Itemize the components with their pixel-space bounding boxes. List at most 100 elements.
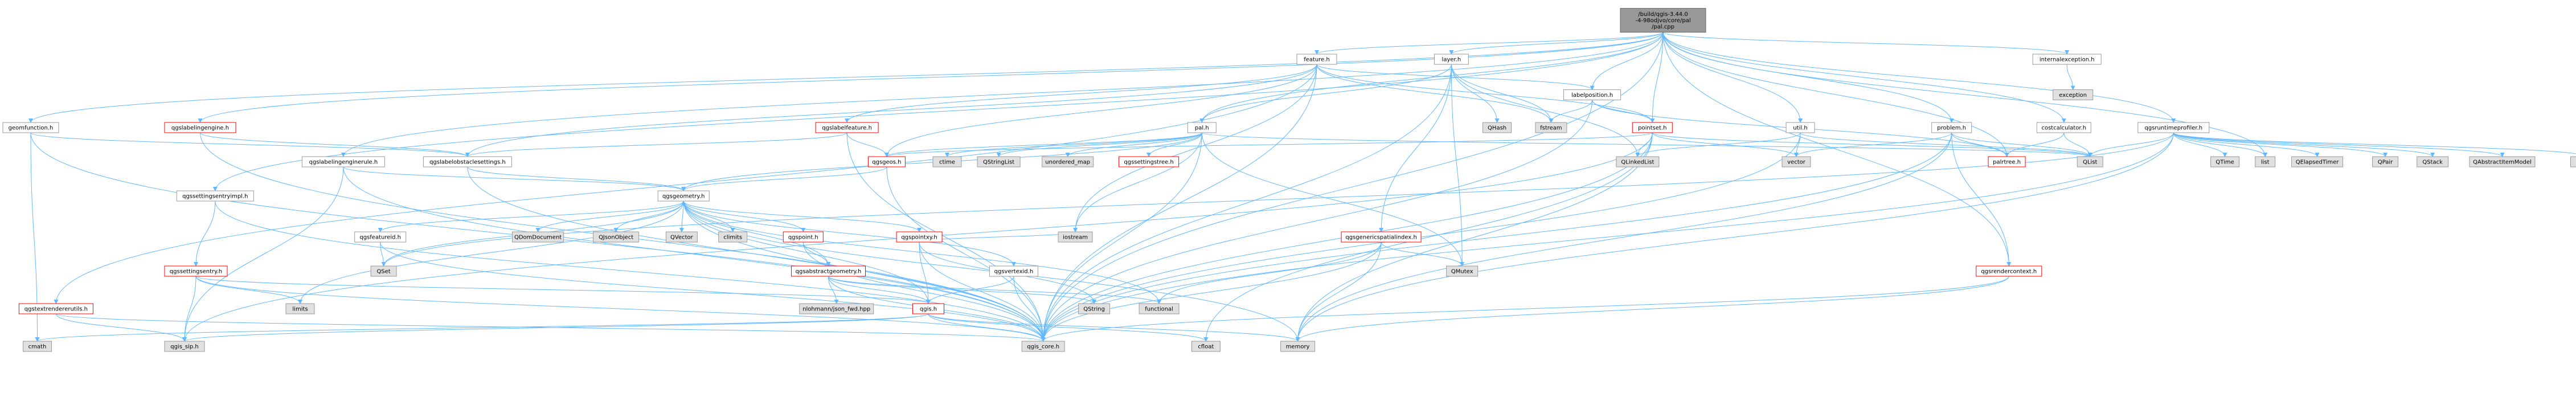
edge-qgsruntimeprofiler_h-to-qgis_core_h bbox=[1041, 132, 2174, 342]
edge-qgsgeometry_h-to-qvector bbox=[679, 201, 684, 232]
node-qstringlist: QStringList bbox=[977, 156, 1021, 167]
edge-root-to-internalexception_h bbox=[1662, 32, 2069, 55]
node-label: qgsrendercontext.h bbox=[1981, 269, 2037, 275]
node-qgspoint-h[interactable]: qgspoint.h bbox=[783, 231, 824, 243]
node-qgssettingsentryimpl-h[interactable]: qgssettingsentryimpl.h bbox=[176, 190, 254, 202]
node-palrtree-h[interactable]: palrtree.h bbox=[1988, 156, 2026, 167]
edge-feature_h-to-qgslabelobstaclesettings_h bbox=[465, 64, 1317, 157]
node-label: qgslabelingenginerule.h bbox=[309, 160, 378, 166]
node-label: util.h bbox=[1793, 125, 1807, 132]
node-qgsabstractgeometry-h[interactable]: qgsabstractgeometry.h bbox=[791, 265, 866, 277]
node-label: problem.h bbox=[1937, 125, 1966, 132]
node-label: functional bbox=[1145, 306, 1173, 313]
node-qgsvertexid-h[interactable]: qgsvertexid.h bbox=[989, 265, 1038, 277]
edge-pointset_h-to-cfloat bbox=[1203, 132, 1653, 342]
node-qset: QSet bbox=[370, 265, 397, 277]
edge-root-to-labelposition_h bbox=[1590, 32, 1664, 91]
edge-pal_h-to-iostream bbox=[1073, 132, 1202, 232]
node-qgsgeos-h[interactable]: qgsgeos.h bbox=[867, 156, 906, 167]
node-root[interactable]: /build/qgis-3.44.0-4-98odjvo/core/pal/pa… bbox=[1620, 8, 1706, 33]
node-feature-h[interactable]: feature.h bbox=[1296, 54, 1337, 65]
edge-qgsruntimeprofiler_h-to-qtime bbox=[2173, 132, 2227, 157]
node-label: qgspoint.h bbox=[788, 235, 818, 241]
edge-qgsgenericspatialindex_h-to-memory bbox=[1295, 242, 1382, 342]
edge-qgis_h-to-cfloat bbox=[928, 313, 1209, 342]
node-pointset-h[interactable]: pointset.h bbox=[1632, 122, 1673, 133]
edge-qgsrendercontext_h-to-qgis_core_h bbox=[1041, 276, 2009, 342]
edge-qgslabelfeature_h-to-qgis_core_h bbox=[846, 132, 1046, 342]
edge-root-to-util_h bbox=[1662, 32, 1803, 123]
edge-qgsruntimeprofiler_h-to-deque bbox=[2173, 132, 2576, 154]
node-pal-h[interactable]: pal.h bbox=[1187, 122, 1217, 133]
node-qgsgeometry-h[interactable]: qgsgeometry.h bbox=[657, 190, 710, 202]
edge-root-to-palrtree_h bbox=[1662, 32, 2009, 157]
node-problem-h[interactable]: problem.h bbox=[1931, 122, 1972, 133]
edge-problem_h-to-memory bbox=[1295, 132, 1952, 342]
node-box bbox=[665, 231, 698, 243]
node-fstream: fstream bbox=[1535, 122, 1567, 133]
node-box bbox=[1620, 8, 1706, 33]
node-labelposition-h[interactable]: labelposition.h bbox=[1563, 89, 1621, 100]
node-box bbox=[1931, 122, 1972, 133]
edge-util_h-to-qlinkedlist bbox=[1635, 132, 1801, 157]
node-box bbox=[301, 156, 385, 167]
node-label: qgis.h bbox=[920, 306, 937, 313]
node-label: layer.h bbox=[1442, 57, 1461, 63]
node-qgis-h[interactable]: qgis.h bbox=[912, 303, 944, 314]
node-label: qgslabelobstaclesettings.h bbox=[429, 160, 506, 166]
edge-qgsfeatureid_h-to-qgis_core_h bbox=[380, 242, 1046, 342]
node-layer-h[interactable]: layer.h bbox=[1434, 54, 1469, 65]
node-qgslabelfeature-h[interactable]: qgslabelfeature.h bbox=[815, 122, 879, 133]
node-qgslabelingengine-h[interactable]: qgslabelingengine.h bbox=[164, 122, 236, 133]
node-label: qgssettingstree.h bbox=[1124, 160, 1173, 166]
node-box bbox=[2372, 156, 2399, 167]
edge-qgsgenericspatialindex_h-to-functional bbox=[1157, 242, 1382, 304]
node-box bbox=[2469, 156, 2536, 167]
node-qgslabelingenginerule-h[interactable]: qgslabelingenginerule.h bbox=[301, 156, 385, 167]
node-costcalculator-h[interactable]: costcalculator.h bbox=[2036, 122, 2091, 133]
edge-qgssettingsentryimpl_h-to-qgis_core_h bbox=[215, 201, 1046, 342]
node-box bbox=[1616, 156, 1660, 167]
edge-qgspoint_h-to-qgsabstractgeometry_h bbox=[802, 242, 831, 267]
edge-qgsgeometry_h-to-qgis_h bbox=[683, 201, 931, 304]
node-label: feature.h bbox=[1304, 57, 1330, 63]
edge-feature_h-to-fstream bbox=[1316, 64, 1554, 123]
node-box bbox=[1341, 231, 1422, 243]
node-qgslabelobstaclesettings-h[interactable]: qgslabelobstaclesettings.h bbox=[423, 156, 512, 167]
edge-pal_h-to-qlist bbox=[1201, 132, 2092, 157]
edge-qgstextrendererutils_h-to-qgis_sip_h bbox=[55, 313, 187, 342]
edge-qgspointxy_h-to-iostream bbox=[919, 231, 1078, 243]
edge-labelposition_h-to-qgis_core_h bbox=[1041, 100, 1593, 342]
node-label: QJsonObject bbox=[599, 235, 633, 241]
node-qgstextrendererutils-h[interactable]: qgstextrendererutils.h bbox=[18, 303, 93, 314]
edge-root-to-qgsruntimeprofiler_h bbox=[1662, 32, 2176, 123]
node-qstack: QStack bbox=[2417, 156, 2449, 167]
edge-qgsgeos_h-to-qgsgeometry_h bbox=[681, 166, 887, 191]
node-internalexception-h[interactable]: internalexception.h bbox=[2032, 54, 2102, 65]
node-box bbox=[1535, 122, 1567, 133]
edge-layer_h-to-pal_h bbox=[1199, 64, 1452, 123]
edge-qgsruntimeprofiler_h-to-qabstractitemmodel bbox=[2173, 132, 2505, 157]
node-qgsruntimeprofiler-h[interactable]: qgsruntimeprofiler.h bbox=[2137, 122, 2210, 133]
node-box bbox=[977, 156, 1021, 167]
node-label: pal.h bbox=[1195, 125, 1209, 132]
node-label: ctime bbox=[939, 160, 955, 166]
edge-qgsfeatureid_h-to-qset bbox=[380, 242, 386, 267]
node-util-h[interactable]: util.h bbox=[1785, 122, 1815, 133]
edge-qgsgeometry_h-to-qgspoint_h bbox=[683, 201, 806, 232]
node-box bbox=[1191, 341, 1221, 352]
node-qgsfeatureid-h[interactable]: qgsfeatureid.h bbox=[354, 231, 407, 243]
node-box bbox=[783, 231, 824, 243]
node-qgsrendercontext-h[interactable]: qgsrendercontext.h bbox=[1976, 265, 2042, 277]
node-qgssettingstree-h[interactable]: qgssettingstree.h bbox=[1119, 156, 1180, 167]
node-qgspointxy-h[interactable]: qgspointxy.h bbox=[896, 231, 943, 243]
node-label: QMutex bbox=[1451, 269, 1473, 275]
node-box bbox=[2036, 122, 2091, 133]
node-qgssettingsentry-h[interactable]: qgssettingsentry.h bbox=[164, 265, 228, 277]
node-box bbox=[1785, 122, 1815, 133]
node-box bbox=[2137, 122, 2210, 133]
node-label: palrtree.h bbox=[1993, 160, 2021, 166]
node-qgsgenericspatialindex-h[interactable]: qgsgenericspatialindex.h bbox=[1341, 231, 1422, 243]
edge-pointset_h-to-vector bbox=[1652, 132, 1799, 157]
node-geomfunction-h[interactable]: geomfunction.h bbox=[2, 122, 59, 133]
